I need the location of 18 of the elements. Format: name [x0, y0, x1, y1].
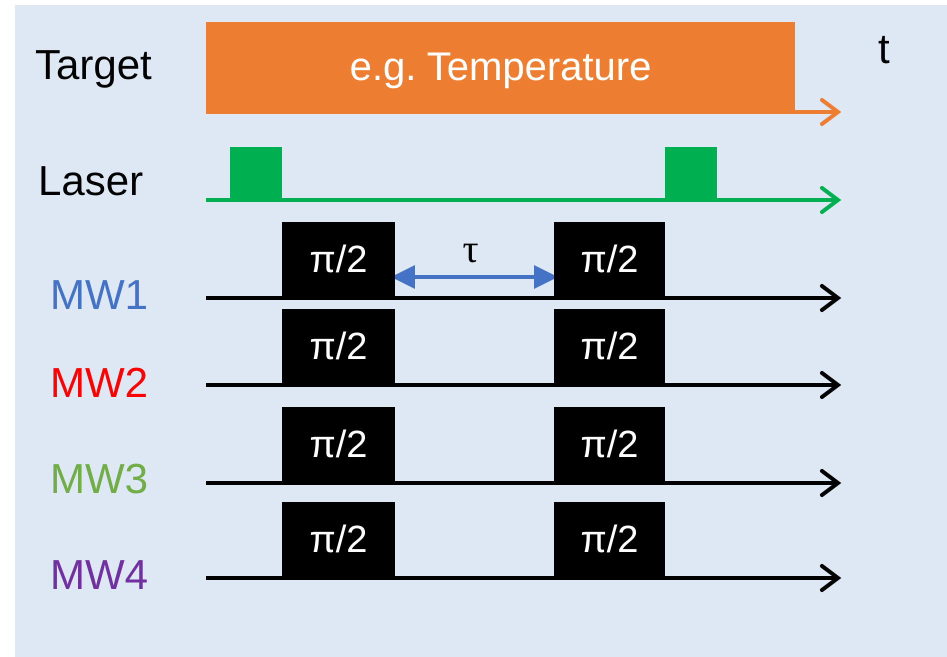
laser-pulse [665, 147, 717, 200]
row-label: MW2 [50, 362, 148, 404]
signal-box: e.g. Temperature [206, 22, 795, 112]
row-label: Laser [38, 160, 144, 202]
pulse-box: π/2 [554, 309, 665, 385]
laser-pulse [230, 147, 282, 200]
pulse-box: π/2 [282, 309, 395, 385]
row-label: MW3 [50, 458, 148, 500]
pulse-box: π/2 [282, 407, 395, 483]
pulse-box: π/2 [554, 222, 665, 298]
axis-label: t [878, 28, 890, 70]
pulse-box: π/2 [282, 222, 395, 298]
pulse-box: π/2 [554, 407, 665, 483]
row-label: Target [35, 44, 152, 86]
pulse-box: π/2 [282, 502, 395, 578]
row-label: MW4 [50, 554, 148, 596]
pulse-box: π/2 [554, 502, 665, 578]
row-label: MW1 [50, 274, 148, 316]
